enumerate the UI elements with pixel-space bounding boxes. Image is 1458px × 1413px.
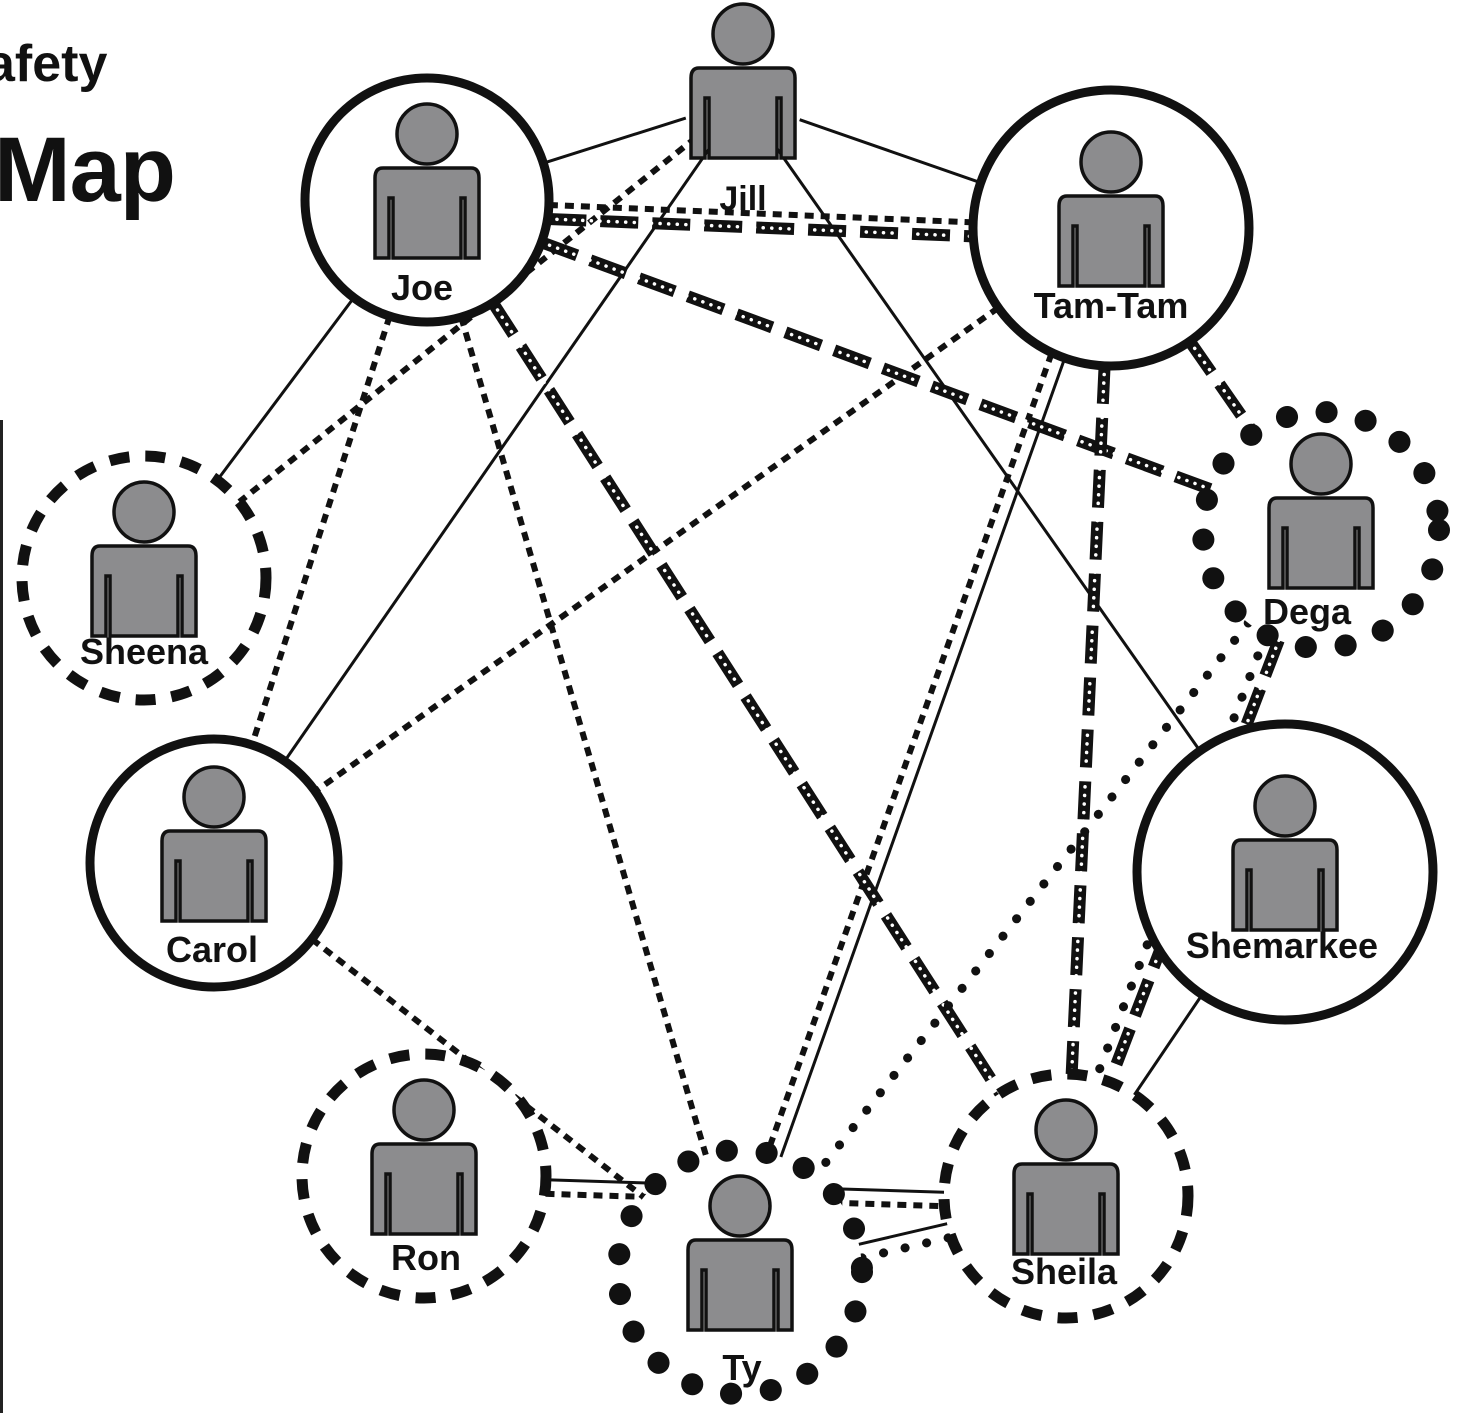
person-label: Tam-Tam <box>1034 285 1189 326</box>
connection-joe-tamtam-ladder <box>546 212 975 243</box>
person-label: Jill <box>719 180 766 218</box>
connection-tamtam-sheila-ladder <box>1065 364 1111 1076</box>
connection-shemarkee-sheila-solid <box>1133 993 1204 1096</box>
connection-tamtam-ty-solid <box>779 357 1067 1158</box>
person-node-sheila[interactable]: Sheila <box>938 1068 1194 1324</box>
ladder-connections <box>487 212 1285 1097</box>
person-label: Joe <box>391 267 453 308</box>
title-line-1: afety <box>0 35 108 93</box>
connections-layer <box>215 116 1285 1263</box>
person-node-ron[interactable]: Ron <box>296 1048 552 1304</box>
connection-joe-sheila-ladder <box>487 299 1006 1097</box>
connection-joe-sheena-solid <box>215 296 356 482</box>
person-label: Dega <box>1263 591 1352 632</box>
connection-ty-sheila-solid <box>858 1222 948 1246</box>
person-label: Sheila <box>1011 1251 1118 1292</box>
person-node-sheena[interactable]: Sheena <box>16 450 272 706</box>
connection-joe-jill-solid <box>542 116 687 165</box>
connection-dega-sheila-dotted <box>1092 630 1271 1082</box>
person-node-tamtam[interactable]: Tam-Tam <box>968 85 1254 371</box>
connection-tamtam-ty-dashed <box>764 352 1055 1154</box>
person-node-dega[interactable]: Dega <box>1192 401 1450 659</box>
person-node-ty[interactable]: Ty <box>607 1139 873 1405</box>
connection-jill-carol-solid <box>283 148 711 762</box>
person-label: Carol <box>166 929 258 970</box>
connection-dega-ty-dotted <box>810 618 1253 1181</box>
connection-jill-tamtam-solid <box>799 118 982 185</box>
page-edge-divider <box>0 420 3 1413</box>
person-label: Ty <box>722 1347 761 1388</box>
connection-jill-shemarkee-solid <box>776 148 1202 752</box>
person-node-jill[interactable]: Jill <box>689 2 797 218</box>
person-icon <box>689 2 797 160</box>
connection-joe-ty-dashed <box>458 316 709 1156</box>
person-label: Sheena <box>80 631 209 672</box>
person-node-shemarkee[interactable]: Shemarkee <box>1132 719 1438 1025</box>
person-label: Ron <box>391 1237 461 1278</box>
person-node-carol[interactable]: Carol <box>85 734 343 992</box>
dotted-connections <box>810 618 1271 1263</box>
person-node-joe[interactable]: Joe <box>300 73 554 327</box>
connection-joe-carol-dashed <box>249 315 393 746</box>
connection-tamtam-dega-ladder <box>1184 337 1259 437</box>
connection-ty-sheila-dotted <box>857 1232 955 1263</box>
solid-connections <box>215 116 1204 1246</box>
title-line-2: Map <box>0 119 176 221</box>
connection-joe-tamtam-dashed <box>548 201 974 226</box>
person-label: Shemarkee <box>1186 925 1378 966</box>
